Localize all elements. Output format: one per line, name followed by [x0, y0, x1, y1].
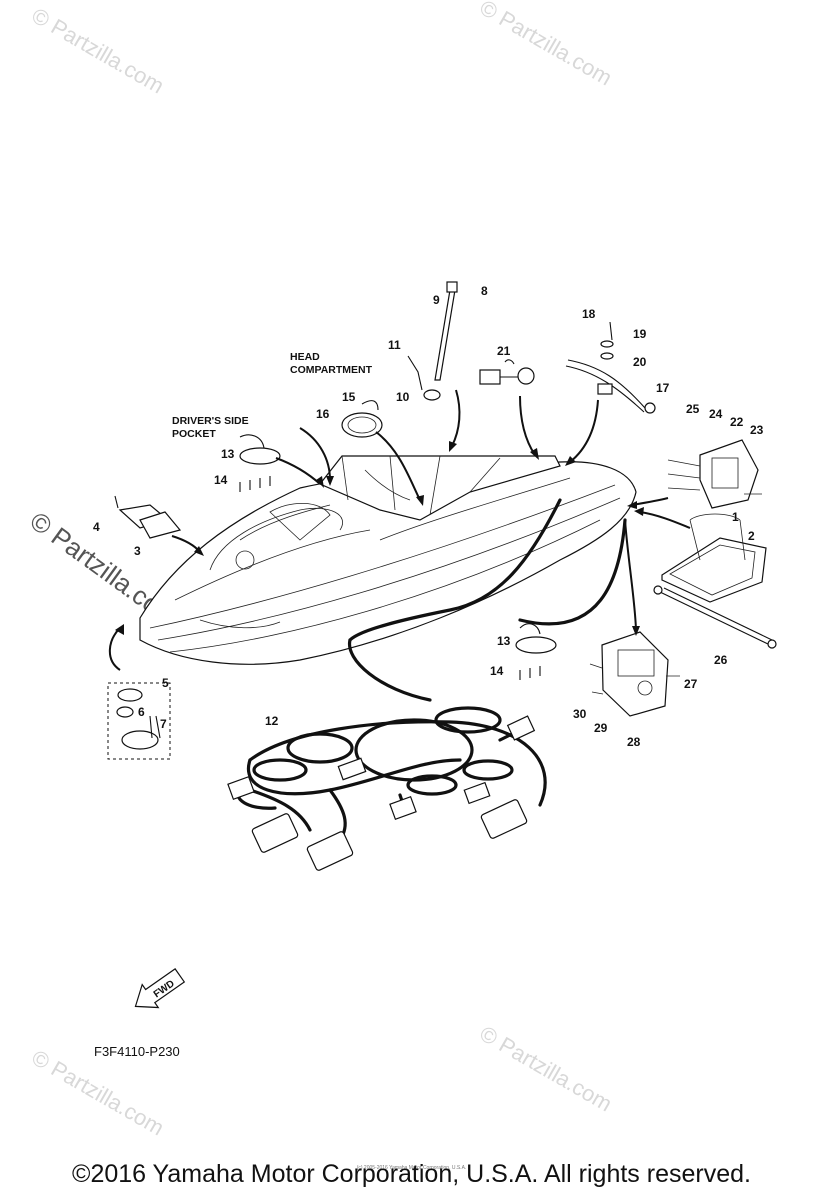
- callout-9: 9: [433, 293, 440, 307]
- watermark-top-right: © Partzilla.com: [476, 0, 617, 90]
- diagram-code: F3F4110-P230: [94, 1044, 180, 1059]
- callout-13a: 13: [221, 447, 235, 461]
- harness-connectors: [227, 715, 536, 871]
- copyright-notice: ©2016 Yamaha Motor Corporation, U.S.A. A…: [72, 1160, 751, 1188]
- drivers-pocket-label-1: DRIVER'S SIDE: [172, 415, 249, 427]
- windshield: [319, 455, 561, 521]
- callout-17: 17: [656, 381, 670, 395]
- callout-numbers: 1 2 3 4 5 6 7 8 9 10 11 12 13 13 14 14 1…: [93, 284, 764, 749]
- battery-cable: [653, 585, 777, 649]
- ecu-unit: [589, 631, 680, 717]
- callout-14a: 14: [214, 473, 228, 487]
- callout-8: 8: [481, 284, 488, 298]
- watermark-top-left: © Partzilla.com: [28, 3, 169, 99]
- wire-harness: [235, 498, 627, 842]
- callout-24: 24: [709, 407, 723, 421]
- drivers-pocket-label-2: POCKET: [172, 428, 216, 440]
- battery-box: [661, 513, 767, 603]
- head-compartment-label-1: HEAD: [290, 351, 320, 363]
- callout-25: 25: [686, 402, 700, 416]
- callout-23: 23: [750, 423, 764, 437]
- callout-27: 27: [684, 677, 698, 691]
- callout-2: 2: [748, 529, 755, 543]
- callout-6: 6: [138, 705, 145, 719]
- callout-5: 5: [162, 676, 169, 690]
- top-parts: [114, 281, 656, 680]
- callout-26: 26: [714, 653, 728, 667]
- callout-13b: 13: [497, 634, 511, 648]
- callout-29: 29: [594, 721, 608, 735]
- callout-12: 12: [265, 714, 279, 728]
- control-module: [667, 439, 762, 509]
- callout-1: 1: [732, 510, 739, 524]
- fwd-arrow-icon: FWD: [134, 968, 186, 1009]
- callout-3: 3: [134, 544, 141, 558]
- small-copyright: (c) 2005-2016 Yamaha Motor Corporation, …: [356, 1165, 467, 1171]
- callout-7: 7: [160, 717, 167, 731]
- callout-30: 30: [573, 707, 587, 721]
- courtesy-light-inset: [107, 682, 171, 760]
- callout-21: 21: [497, 344, 511, 358]
- callout-22: 22: [730, 415, 744, 429]
- callout-20: 20: [633, 355, 647, 369]
- callout-10: 10: [396, 390, 410, 404]
- area-labels: HEAD COMPARTMENT DRIVER'S SIDE POCKET: [172, 351, 373, 440]
- callout-15: 15: [342, 390, 356, 404]
- callout-19: 19: [633, 327, 647, 341]
- boat-hull: [139, 461, 637, 665]
- watermark-bottom-right: © Partzilla.com: [476, 1021, 617, 1117]
- callout-28: 28: [627, 735, 641, 749]
- callout-14b: 14: [490, 664, 504, 678]
- callout-11: 11: [388, 338, 401, 352]
- head-compartment-label-2: COMPARTMENT: [290, 364, 373, 376]
- callout-16: 16: [316, 407, 330, 421]
- arrowheads: [115, 441, 644, 636]
- watermark-bottom-left: © Partzilla.com: [28, 1045, 169, 1141]
- callout-4: 4: [93, 520, 100, 534]
- callout-18: 18: [582, 307, 596, 321]
